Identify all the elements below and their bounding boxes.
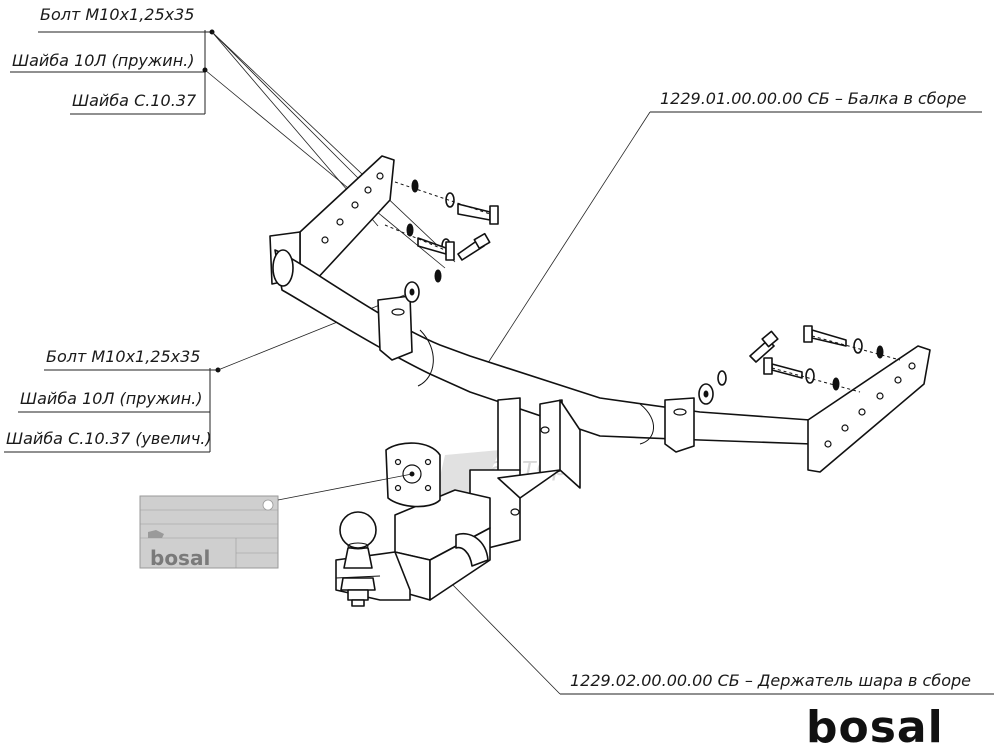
plate-leader	[277, 473, 413, 501]
socket-bracket	[455, 533, 489, 567]
mid-bolt-label: Болт М10х1,25х35	[46, 347, 200, 366]
assembly-labels: 1229.01.00.00.00 СБ – Балка в сборе 1229…	[445, 89, 994, 695]
certification-plate: bosal	[139, 471, 415, 570]
mid-fastener-labels: Болт М10х1,25х35 Шайба 10Л (пружин.) Шай…	[4, 347, 221, 453]
right-tab	[664, 397, 695, 453]
mid-spring-washer-label: Шайба 10Л (пружин.)	[20, 389, 202, 408]
main-beam	[269, 155, 931, 473]
ball-holder-leader	[447, 579, 561, 695]
top-bolt-label: Болт М10х1,25х35	[40, 5, 194, 24]
top-spring-washer-label: Шайба 10Л (пружин.)	[12, 51, 194, 70]
right-fasteners	[698, 325, 901, 405]
beam-assembly-label: 1229.01.00.00.00 СБ – Балка в сборе	[660, 89, 967, 108]
left-tab	[377, 295, 413, 361]
center-mount	[469, 397, 581, 549]
top-fastener-labels: Болт М10х1,25х35 Шайба 10Л (пружин.) Шай…	[10, 5, 215, 115]
mid-washer-label: Шайба С.10.37 (увелич.)	[6, 429, 212, 448]
ball-holder-label: 1229.02.00.00.00 СБ – Держатель шара в с…	[570, 671, 971, 690]
beam-leader	[485, 111, 651, 367]
tow-ball	[339, 511, 377, 549]
tube-left-end	[272, 249, 294, 287]
plate-logo: bosal	[150, 546, 210, 570]
brand-logo: bosal	[806, 702, 944, 750]
top-fasteners	[384, 179, 499, 303]
ball-holder	[335, 442, 491, 607]
top-washer-label: Шайба С.10.37	[72, 91, 197, 110]
brand-logo-text: bosal	[806, 702, 944, 750]
